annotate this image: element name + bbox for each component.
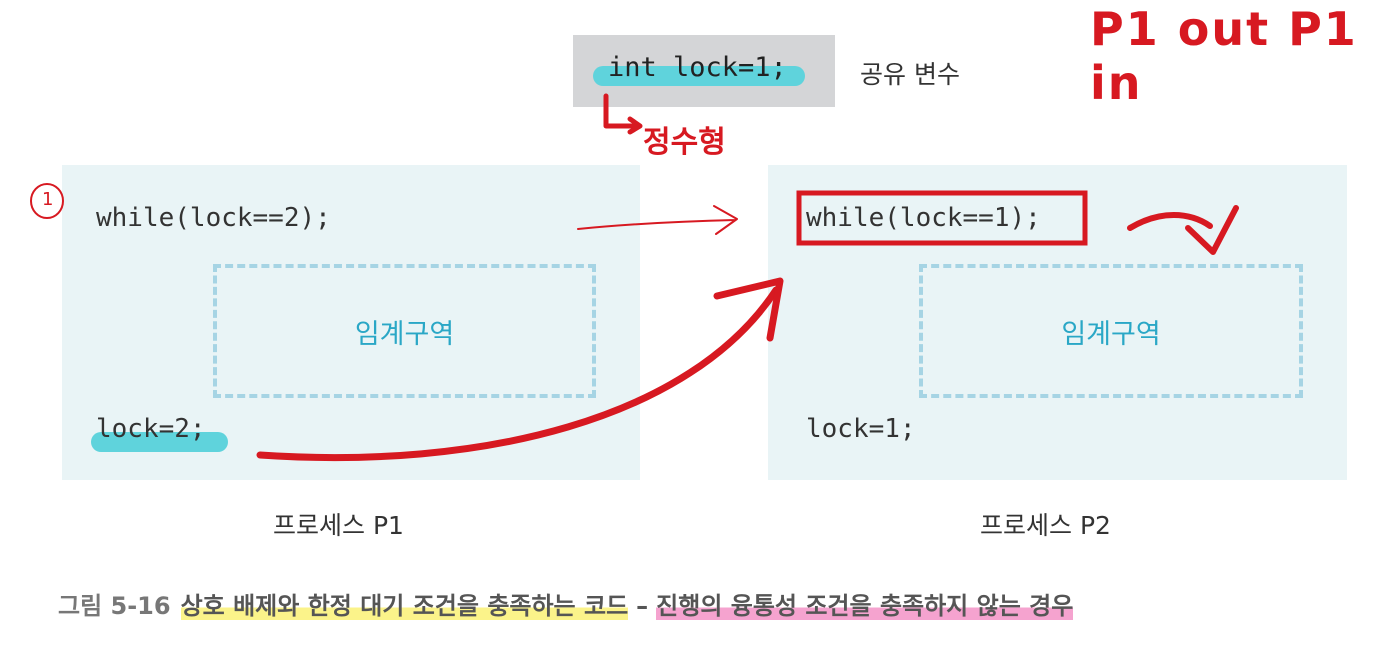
p1-while-code: while(lock==2); xyxy=(96,203,331,233)
p2-critical-section-box: 임계구역 xyxy=(919,264,1303,398)
p1-lock-code: lock=2; xyxy=(96,414,206,444)
int-type-note: 정수형 xyxy=(643,125,726,160)
curved-arrow-head-icon xyxy=(713,277,784,342)
figure-number: 그림 5-16 xyxy=(58,592,171,620)
thin-arrow-icon xyxy=(577,205,738,235)
p1-critical-section-box: 임계구역 xyxy=(213,264,596,398)
p1-critical-section-label: 임계구역 xyxy=(354,318,455,350)
right-curve-arrow-icon xyxy=(1127,212,1213,231)
step-one-circle-icon xyxy=(30,183,64,219)
shared-variable-label: 공유 변수 xyxy=(860,60,960,89)
int-bracket-arrow xyxy=(603,93,643,135)
p2-while-code: while(lock==1); xyxy=(806,203,1041,233)
figure-caption-part2: 진행의 융통성 조건을 충족하지 않는 경우 xyxy=(656,592,1074,620)
process-p2-panel xyxy=(768,165,1347,480)
shared-variable-code: int lock=1; xyxy=(608,52,787,83)
down-arrow-icon xyxy=(1185,205,1239,255)
top-handwritten-note: P1 out P1 in xyxy=(1090,2,1358,110)
p2-caption: 프로세스 P2 xyxy=(980,511,1111,540)
step-one-number: 1 xyxy=(42,189,54,210)
figure-caption: 그림 5-16 상호 배제와 한정 대기 조건을 충족하는 코드–진행의 융통성 … xyxy=(58,586,1074,621)
p2-lock-code: lock=1; xyxy=(806,414,916,444)
figure-caption-separator: – xyxy=(636,592,649,620)
shared-variable-highlight xyxy=(593,66,805,86)
p2-while-red-box xyxy=(796,190,1088,246)
p2-critical-section-label: 임계구역 xyxy=(1061,318,1161,350)
process-p1-panel xyxy=(62,165,640,480)
p1-caption: 프로세스 P1 xyxy=(273,511,404,540)
figure-caption-part1: 상호 배제와 한정 대기 조건을 충족하는 코드 xyxy=(180,592,629,620)
curved-arrow-icon xyxy=(256,286,780,462)
p1-lock-highlight xyxy=(91,432,228,452)
